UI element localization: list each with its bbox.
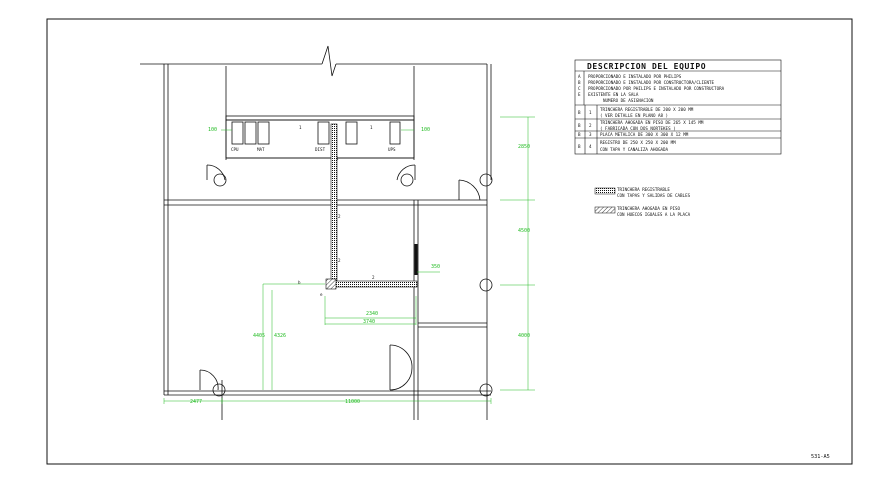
dim-2850: 2850 xyxy=(518,144,530,150)
hatch-swatch-embedded xyxy=(594,206,616,214)
dimension-lines xyxy=(163,116,535,404)
floor-plan xyxy=(140,45,493,420)
hatch-1-line-2: CON TAPAS Y SALIDAS DE CABLES xyxy=(617,193,691,198)
dim-right-100: 100 xyxy=(421,127,430,133)
trench-number-2a: 2 xyxy=(338,214,341,219)
legend-code-c: C xyxy=(578,86,581,91)
sheet-border xyxy=(46,18,853,465)
item-1-code: B xyxy=(578,110,581,115)
item-1-line-1: TRINCHERA REGISTRABLE DE 200 X 200 MM xyxy=(600,107,694,112)
equipment-legend-title: DESCRIPCION DEL EQUIPO xyxy=(587,62,706,71)
equipment-reference: b xyxy=(298,280,301,285)
hatch-2-line-1: TRINCHERA AHOGADA EN PISO xyxy=(617,206,681,211)
dim-4326: 4326 xyxy=(274,333,286,339)
dim-4500: 4500 xyxy=(518,228,530,234)
hatch-1-line-1: TRINCHERA REGISTRABLE xyxy=(617,187,670,192)
legend-code-e: E xyxy=(578,92,581,97)
legend-text-c: PROPORCIONADO POR PHILIPS E INSTALADO PO… xyxy=(588,86,725,91)
dim-2340: 2340 xyxy=(366,311,378,317)
item-4-num: 4 xyxy=(589,144,592,149)
dim-3740: 3740 xyxy=(363,319,375,325)
cabinet-label-0: CPU xyxy=(231,147,239,152)
legend-text-number: NUMERO DE ASIGNACION xyxy=(603,98,654,103)
hatch-2-line-2: CON HUECOS IGUALES A LA PLACA xyxy=(617,212,691,217)
dim-350: 350 xyxy=(431,264,440,270)
legend-code-a: A xyxy=(578,74,581,79)
dim-2477: 2477 xyxy=(190,399,202,405)
trench-number-2c: 2 xyxy=(372,275,375,280)
plate-tag: e xyxy=(320,292,323,297)
metal-plate xyxy=(325,278,337,290)
dim-left-100: 100 xyxy=(208,127,217,133)
item-3-line-1: PLACA METALICA DE 300 X 300 X 12 MM xyxy=(600,132,689,137)
item-1-line-2: ( VER DETALLE EN PLANO A8 ) xyxy=(600,113,668,118)
item-3-num: 3 xyxy=(589,132,592,137)
cabinet-label-2: DIST xyxy=(315,147,326,152)
item-2-line-1: TRINCHERA AHOGADA EN PISO DE 265 X 145 M… xyxy=(600,120,704,125)
trench-horizontal xyxy=(330,280,418,288)
cab-tag-1: 1 xyxy=(299,125,302,130)
item-4-line-1: REGISTRO DE 250 X 250 X 200 MM xyxy=(600,140,676,145)
legend-text-a: PROPORCIONADO E INSTALADO POR PHILIPS xyxy=(588,74,682,79)
trench-vertical xyxy=(330,123,338,285)
item-2-num: 2 xyxy=(589,123,592,128)
trench-number-1: 1 xyxy=(336,156,339,161)
item-3-code: B xyxy=(578,132,581,137)
item-1-num: 1 xyxy=(589,110,592,115)
item-4-line-2: CON TAPA Y CANALIZA AHOGADA xyxy=(600,147,669,152)
sheet-number: 531-A5 xyxy=(811,454,830,460)
trench-number-2b: 2 xyxy=(338,258,341,263)
legend-text-b: PROPORCIONADO E INSTALADO POR CONSTRUCTO… xyxy=(588,80,715,85)
cabinet-label-1: MAT xyxy=(257,147,265,152)
cab-tag-2: 1 xyxy=(370,125,373,130)
hatch-swatch-registrable xyxy=(594,187,616,195)
item-2-line-2: ( FABRICADA CON DOS NORTEKES ) xyxy=(600,126,676,131)
cabinet-label-3: UPS xyxy=(388,147,396,152)
dim-4405: 4405 xyxy=(253,333,265,339)
item-4-code: B xyxy=(578,144,581,149)
dim-4000: 4000 xyxy=(518,333,530,339)
legend-text-e: EXISTENTE EN LA SALA xyxy=(588,92,639,97)
dim-11000: 11000 xyxy=(345,399,360,405)
legend-code-b: B xyxy=(578,80,581,85)
equipment-legend-table xyxy=(574,59,782,155)
item-2-code: B xyxy=(578,123,581,128)
